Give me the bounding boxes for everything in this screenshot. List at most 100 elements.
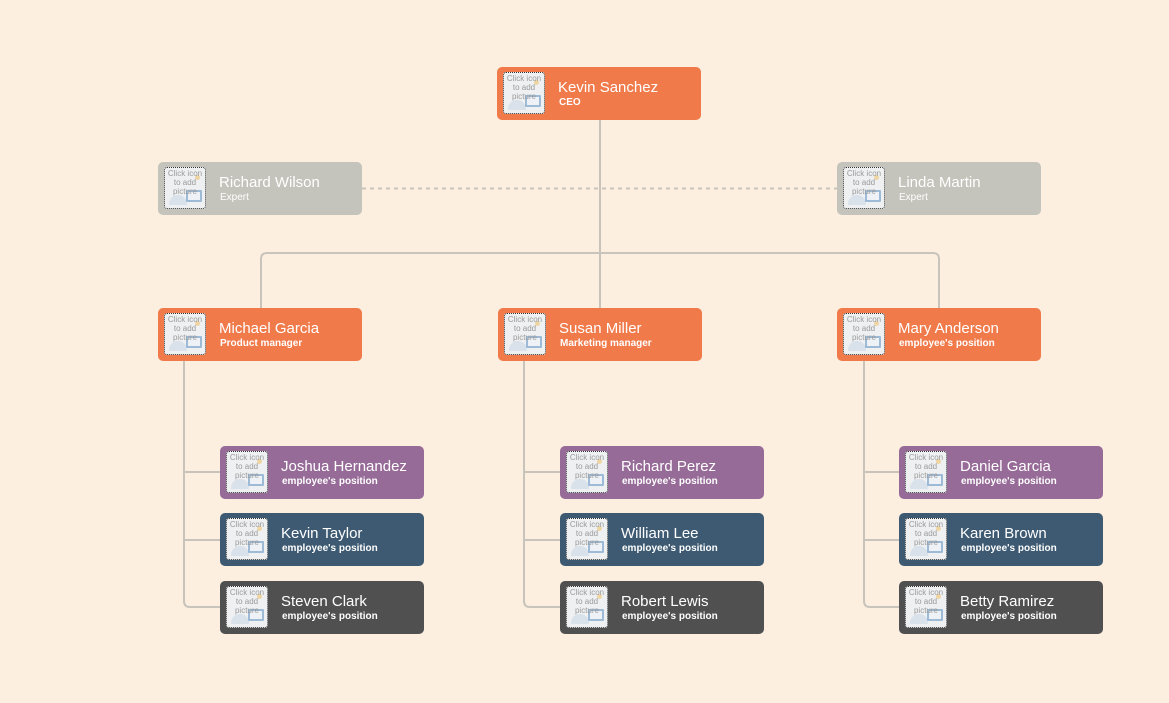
photo-placeholder-icon[interactable]: Click icon to add picture — [843, 313, 885, 355]
photo-placeholder-text: Click icon to add picture — [507, 315, 543, 342]
node-name: Karen Brown — [960, 525, 1047, 542]
monitor-icon — [526, 336, 542, 348]
monitor-icon — [927, 474, 943, 486]
image-sun-icon — [535, 321, 540, 326]
image-hill-icon — [910, 614, 928, 624]
image-hill-icon — [169, 195, 187, 205]
photo-placeholder-icon[interactable]: Click icon to add picture — [226, 586, 268, 628]
photo-placeholder-icon[interactable]: Click icon to add picture — [226, 518, 268, 560]
image-sun-icon — [936, 526, 941, 531]
node-name: Michael Garcia — [219, 320, 320, 337]
monitor-icon — [588, 609, 604, 621]
node-position: employee's position — [282, 476, 378, 487]
photo-placeholder-text: Click icon to add picture — [229, 520, 265, 547]
monitor-icon — [865, 336, 881, 348]
photo-placeholder-icon[interactable]: Click icon to add picture — [164, 313, 206, 355]
image-sun-icon — [257, 526, 262, 531]
image-sun-icon — [874, 321, 879, 326]
photo-placeholder-icon[interactable]: Click icon to add picture — [226, 451, 268, 493]
image-hill-icon — [571, 546, 589, 556]
image-sun-icon — [597, 594, 602, 599]
photo-placeholder-text: Click icon to add picture — [229, 588, 265, 615]
photo-placeholder-text: Click icon to add picture — [569, 453, 605, 480]
image-hill-icon — [571, 614, 589, 624]
image-sun-icon — [597, 459, 602, 464]
node-name: Linda Martin — [898, 174, 981, 191]
monitor-icon — [588, 541, 604, 553]
monitor-icon — [927, 541, 943, 553]
node-position: employee's position — [961, 611, 1057, 622]
image-hill-icon — [231, 614, 249, 624]
photo-placeholder-text: Click icon to add picture — [908, 453, 944, 480]
photo-placeholder-icon[interactable]: Click icon to add picture — [566, 451, 608, 493]
photo-placeholder-text: Click icon to add picture — [846, 315, 882, 342]
node-position: employee's position — [622, 543, 718, 554]
node-position: Expert — [899, 192, 928, 203]
node-position: CEO — [559, 97, 581, 108]
photo-placeholder-icon[interactable]: Click icon to add picture — [905, 586, 947, 628]
image-hill-icon — [509, 341, 527, 351]
image-hill-icon — [508, 100, 526, 110]
node-position: employee's position — [282, 543, 378, 554]
photo-placeholder-icon[interactable]: Click icon to add picture — [905, 518, 947, 560]
photo-placeholder-text: Click icon to add picture — [569, 588, 605, 615]
node-position: employee's position — [961, 543, 1057, 554]
image-hill-icon — [231, 546, 249, 556]
image-sun-icon — [257, 459, 262, 464]
image-sun-icon — [534, 80, 539, 85]
node-position: Product manager — [220, 338, 303, 349]
photo-placeholder-icon[interactable]: Click icon to add picture — [566, 518, 608, 560]
node-name: Richard Wilson — [219, 174, 320, 191]
image-hill-icon — [910, 546, 928, 556]
monitor-icon — [525, 95, 541, 107]
node-name: Betty Ramirez — [960, 593, 1055, 610]
connector-team-3 — [863, 360, 899, 608]
photo-placeholder-icon[interactable]: Click icon to add picture — [843, 167, 885, 209]
photo-placeholder-icon[interactable]: Click icon to add picture — [504, 313, 546, 355]
photo-placeholder-icon[interactable]: Click icon to add picture — [503, 72, 545, 114]
node-position: employee's position — [622, 476, 718, 487]
photo-placeholder-text: Click icon to add picture — [569, 520, 605, 547]
photo-placeholder-icon[interactable]: Click icon to add picture — [566, 586, 608, 628]
photo-placeholder-text: Click icon to add picture — [908, 588, 944, 615]
node-name: Susan Miller — [559, 320, 642, 337]
node-name: Richard Perez — [621, 458, 717, 475]
image-sun-icon — [936, 459, 941, 464]
node-name: Kevin Taylor — [281, 525, 363, 542]
node-position: Expert — [220, 192, 249, 203]
image-sun-icon — [257, 594, 262, 599]
monitor-icon — [927, 609, 943, 621]
monitor-icon — [865, 190, 881, 202]
connector-team-1 — [183, 360, 220, 608]
image-hill-icon — [848, 341, 866, 351]
photo-placeholder-icon[interactable]: Click icon to add picture — [164, 167, 206, 209]
node-position: employee's position — [622, 611, 718, 622]
image-sun-icon — [874, 175, 879, 180]
image-hill-icon — [231, 479, 249, 489]
photo-placeholder-icon[interactable]: Click icon to add picture — [905, 451, 947, 493]
monitor-icon — [588, 474, 604, 486]
node-position: employee's position — [961, 476, 1057, 487]
photo-placeholder-text: Click icon to add picture — [506, 74, 542, 101]
node-name: Robert Lewis — [621, 593, 709, 610]
node-name: Steven Clark — [281, 593, 367, 610]
photo-placeholder-text: Click icon to add picture — [908, 520, 944, 547]
connector-team-2 — [523, 360, 560, 608]
image-hill-icon — [571, 479, 589, 489]
